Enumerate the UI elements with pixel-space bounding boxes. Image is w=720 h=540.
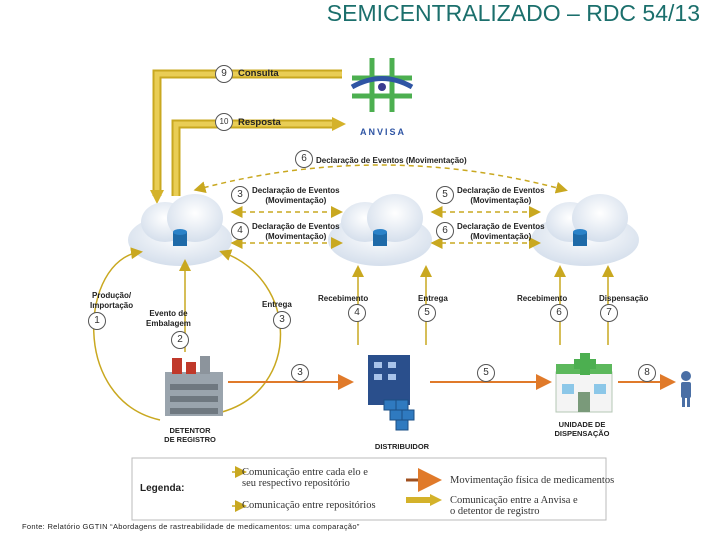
cloud-repository-3 bbox=[531, 194, 639, 266]
badge-step-2: 2 bbox=[171, 331, 189, 349]
badge-step-1: 1 bbox=[88, 312, 106, 330]
event-label-6-line2: (Movimentação) bbox=[470, 232, 532, 241]
legend-item-3: Movimentação física de medicamentos bbox=[450, 475, 615, 486]
badge-step-3: 3 bbox=[273, 311, 291, 329]
badge-event-5: 5 bbox=[436, 186, 454, 204]
holder-loop-left bbox=[93, 247, 161, 421]
event-label-3-line2: (Movimentação) bbox=[265, 196, 327, 205]
legend-item-4-line2: o detentor de registro bbox=[450, 506, 540, 517]
event-label-top: Declaração de Eventos (Movimentação) bbox=[316, 156, 467, 165]
source-note: Fonte: Relatório GGTIN “Abordagens de ra… bbox=[22, 522, 360, 531]
badge-event-6-top: 6 bbox=[295, 150, 313, 168]
step-label-4: Recebimento bbox=[318, 294, 369, 303]
pharmacy-icon bbox=[555, 353, 613, 413]
database-icon bbox=[373, 229, 387, 246]
anvisa-logo bbox=[342, 55, 428, 135]
unit-caption: UNIDADE DE DISPENSAÇÃO bbox=[542, 420, 622, 438]
legend-item-1: Comunicação entre cada elo e seu respect… bbox=[242, 467, 368, 489]
step-label-2-line2: Embalagem bbox=[146, 319, 191, 328]
badge-9: 9 bbox=[215, 65, 233, 83]
holder-caption: DETENTOR DE REGISTRO bbox=[150, 426, 230, 444]
holder-caption-line2: DE REGISTRO bbox=[164, 435, 216, 444]
badge-event-3: 3 bbox=[231, 186, 249, 204]
legend-item-2: Comunicação entre repositórios bbox=[242, 500, 376, 511]
legend-item-4-line1: Comunicação entre a Anvisa e bbox=[450, 495, 578, 506]
legend-item-1-line1: Comunicação entre cada elo e bbox=[242, 467, 368, 478]
legend-box bbox=[131, 457, 607, 521]
distributor-caption: DISTRIBUIDOR bbox=[374, 442, 430, 451]
step-label-7: Dispensação bbox=[599, 294, 649, 303]
badge-physical-8: 8 bbox=[638, 364, 656, 382]
consulta-arrow bbox=[150, 69, 342, 204]
badge-step-7: 7 bbox=[600, 304, 618, 322]
badge-event-4: 4 bbox=[231, 222, 249, 240]
database-icon bbox=[173, 229, 187, 246]
event-label-5: Declaração de Eventos (Movimentação) bbox=[457, 186, 545, 206]
step-label-1-line1: Produção/ bbox=[92, 291, 132, 300]
badge-physical-5: 5 bbox=[477, 364, 495, 382]
event-label-6-line1: Declaração de Eventos bbox=[457, 222, 545, 231]
event-label-3-line1: Declaração de Eventos bbox=[252, 186, 340, 195]
badge-step-5: 5 bbox=[418, 304, 436, 322]
unit-caption-line2: DISPENSAÇÃO bbox=[554, 429, 610, 438]
anvisa-wordmark: ANVISA bbox=[360, 127, 407, 137]
step-label-2-line1: Evento de bbox=[149, 309, 188, 318]
step-label-3: Entrega bbox=[262, 300, 292, 309]
factory-icon bbox=[165, 356, 223, 416]
badge-event-6: 6 bbox=[436, 222, 454, 240]
page-title: SEMICENTRALIZADO – RDC 54/13 bbox=[326, 0, 700, 26]
legend-item-1-line2: seu respectivo repositório bbox=[242, 478, 350, 489]
step-label-1-line2: Importação bbox=[90, 301, 134, 310]
step-label-5: Entrega bbox=[418, 294, 448, 303]
step-label-2: Evento de Embalagem bbox=[146, 309, 191, 329]
resposta-arrow bbox=[171, 117, 346, 196]
event-label-4-line1: Declaração de Eventos bbox=[252, 222, 340, 231]
step-label-6: Recebimento bbox=[517, 294, 568, 303]
badge-step-6: 6 bbox=[550, 304, 568, 322]
consulta-label: Consulta bbox=[238, 68, 279, 79]
legend-item-4: Comunicação entre a Anvisa e o detentor … bbox=[450, 495, 578, 517]
distributor-icon bbox=[368, 355, 415, 431]
badge-physical-3: 3 bbox=[291, 364, 309, 382]
unit-caption-line1: UNIDADE DE bbox=[558, 420, 606, 429]
badge-10: 10 bbox=[215, 113, 233, 131]
resposta-label: Resposta bbox=[238, 117, 281, 128]
event-label-3: Declaração de Eventos (Movimentação) bbox=[252, 186, 340, 206]
database-icon bbox=[573, 229, 587, 246]
holder-loop-right bbox=[219, 249, 282, 413]
event-label-6: Declaração de Eventos (Movimentação) bbox=[457, 222, 545, 242]
step-label-1: Produção/ Importação bbox=[90, 291, 133, 311]
event-label-5-line2: (Movimentação) bbox=[470, 196, 532, 205]
event-label-4-line2: (Movimentação) bbox=[265, 232, 327, 241]
patient-icon bbox=[681, 371, 691, 407]
legend-title: Legenda: bbox=[140, 483, 185, 494]
event-label-5-line1: Declaração de Eventos bbox=[457, 186, 545, 195]
badge-step-4: 4 bbox=[348, 304, 366, 322]
event-label-4: Declaração de Eventos (Movimentação) bbox=[252, 222, 340, 242]
holder-caption-line1: DETENTOR bbox=[169, 426, 211, 435]
